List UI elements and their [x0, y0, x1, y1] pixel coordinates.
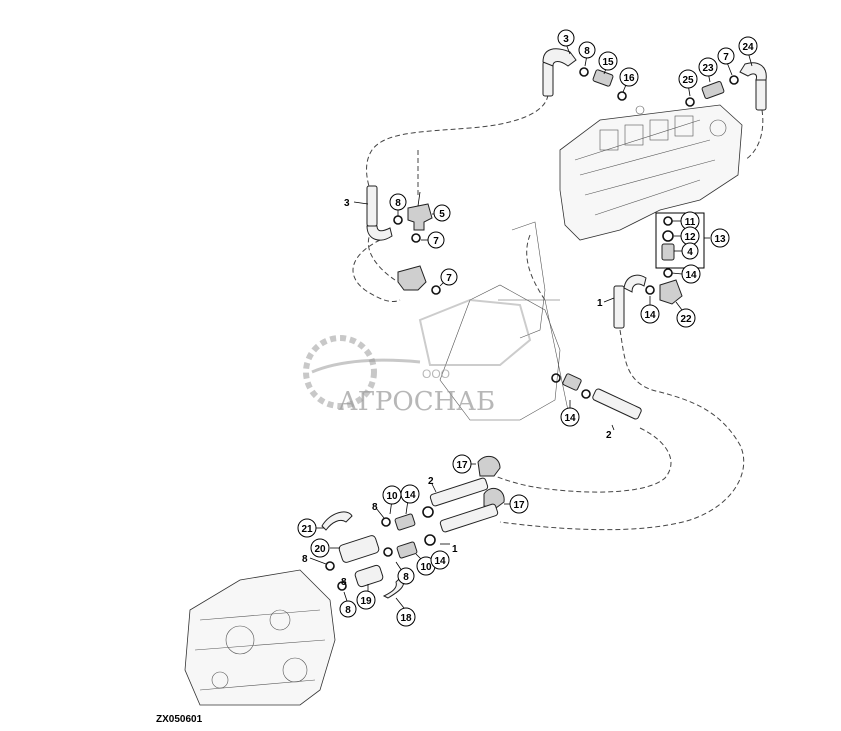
svg-text:22: 22 [680, 314, 692, 325]
svg-text:14: 14 [685, 270, 697, 281]
svg-text:17: 17 [456, 460, 468, 471]
transmission-housing [184, 569, 336, 706]
svg-text:14: 14 [404, 490, 416, 501]
label-8-left: 8 [302, 554, 308, 565]
svg-text:14: 14 [434, 556, 446, 567]
callout-12: 12 [680, 226, 700, 246]
callout-15: 15 [598, 51, 618, 71]
callout-14-lower-left: 14 [430, 550, 450, 570]
svg-text:15: 15 [602, 57, 614, 68]
hose-routing-lines [352, 94, 764, 531]
svg-text:8: 8 [584, 46, 590, 57]
callout-25: 25 [678, 69, 698, 89]
callout-5: 5 [433, 204, 451, 222]
svg-text:8: 8 [403, 572, 409, 583]
svg-text:14: 14 [644, 310, 656, 321]
label-8-bottom-left: 8 [341, 577, 347, 588]
label-3-left: 3 [344, 198, 350, 209]
callout-21: 21 [297, 518, 317, 538]
svg-text:10: 10 [386, 491, 398, 502]
callout-22: 22 [676, 308, 696, 328]
svg-text:11: 11 [685, 217, 696, 228]
svg-text:7: 7 [433, 236, 439, 247]
label-1-lower: 1 [452, 544, 458, 555]
callout-17-lower: 17 [509, 494, 529, 514]
svg-text:8: 8 [395, 198, 401, 209]
svg-text:23: 23 [702, 63, 714, 74]
mounting-bracket [439, 221, 571, 421]
callout-18: 18 [396, 607, 416, 627]
watermark: ООО АГРОСНАБ [303, 298, 532, 417]
callout-10-upper: 10 [382, 485, 402, 505]
svg-text:17: 17 [513, 500, 525, 511]
callout-8-lower-middle: 8 [397, 567, 415, 585]
callout-20: 20 [310, 538, 330, 558]
callout-19: 19 [356, 590, 376, 610]
label-2-middle: 2 [606, 430, 612, 441]
svg-text:8: 8 [345, 605, 351, 616]
callout-7-lower-left: 7 [440, 268, 458, 286]
callout-7-left: 7 [427, 231, 445, 249]
svg-text:5: 5 [439, 209, 445, 220]
label-2-lower: 2 [428, 476, 434, 487]
svg-text:19: 19 [360, 596, 372, 607]
control-valve-block [559, 104, 743, 241]
svg-text:24: 24 [742, 42, 754, 53]
svg-text:14: 14 [564, 413, 576, 424]
svg-text:7: 7 [723, 52, 729, 63]
coupler-assembly-middle [551, 373, 642, 420]
check-valve-stack [613, 212, 705, 329]
svg-text:7: 7 [446, 273, 452, 284]
callout-24: 24 [738, 36, 758, 56]
svg-text:13: 13 [714, 234, 726, 245]
callout-4: 4 [681, 242, 699, 260]
callout-14-upper-left: 14 [400, 484, 420, 504]
coupler-assembly-lower [321, 455, 505, 599]
callout-23: 23 [698, 57, 718, 77]
callout-14-lower-right: 14 [640, 304, 660, 324]
svg-text:20: 20 [314, 544, 326, 555]
svg-text:25: 25 [682, 75, 694, 86]
svg-text:3: 3 [563, 34, 569, 45]
callout-8-bottom: 8 [339, 600, 357, 618]
callout-14-right: 14 [681, 264, 701, 284]
callout-8-left: 8 [389, 193, 407, 211]
figure-reference: ZX050601 [156, 714, 203, 725]
callout-13: 13 [710, 228, 730, 248]
svg-text:21: 21 [301, 524, 313, 535]
watermark-company-name: АГРОСНАБ [338, 387, 495, 417]
watermark-prefix: ООО [422, 367, 450, 381]
callout-17-upper: 17 [452, 454, 472, 474]
hose-assembly-top-right [685, 62, 767, 111]
callout-8-top: 8 [578, 41, 596, 59]
callout-11: 11 [680, 211, 700, 231]
callout-7-top: 7 [717, 47, 735, 65]
callout-14-middle: 14 [560, 407, 580, 427]
callout-16: 16 [619, 67, 639, 87]
svg-text:10: 10 [420, 562, 432, 573]
label-1-right: 1 [597, 298, 603, 309]
label-8-lower: 8 [372, 502, 378, 513]
svg-text:18: 18 [400, 613, 412, 624]
svg-text:16: 16 [623, 73, 635, 84]
svg-text:4: 4 [687, 247, 693, 258]
callout-3-top: 3 [557, 29, 575, 47]
hose-assembly-top-left [542, 48, 627, 101]
svg-text:12: 12 [684, 232, 696, 243]
hose-assembly-left [366, 185, 441, 295]
